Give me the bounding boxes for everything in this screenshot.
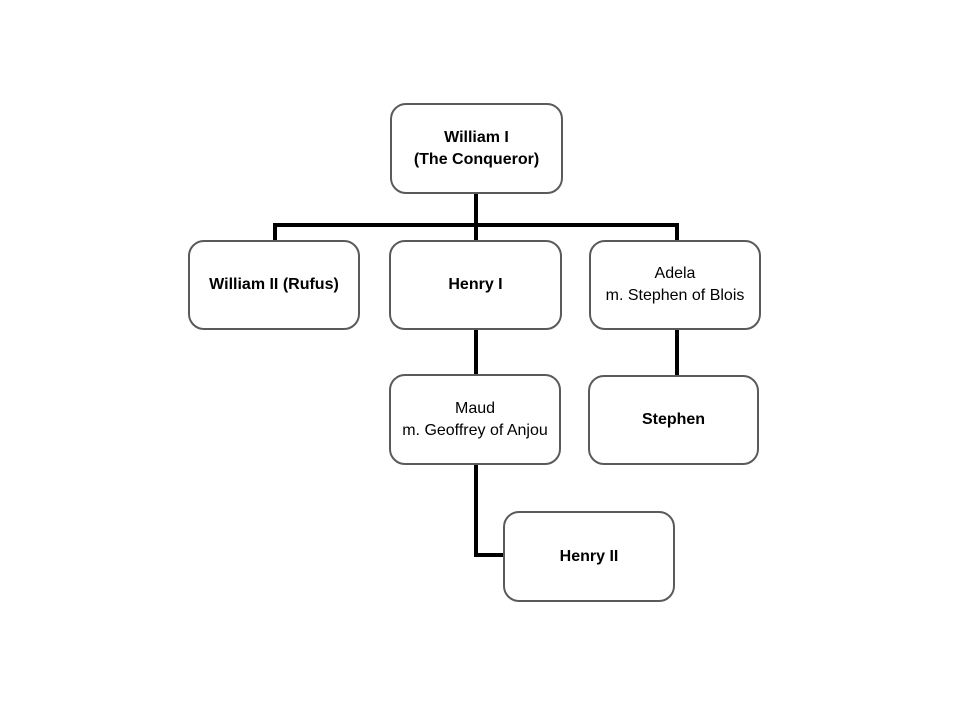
node-label-line1: Maud <box>454 399 496 417</box>
connector-adela-to-stephen <box>675 329 679 376</box>
node-maud: Maud m. Geoffrey of Anjou <box>389 374 561 465</box>
node-label-line1: Stephen <box>641 411 706 428</box>
node-label-line2: m. Geoffrey of Anjou <box>402 421 548 439</box>
connector-maud-down <box>474 464 478 557</box>
node-stephen: Stephen <box>588 375 759 465</box>
node-henry-ii: Henry II <box>503 511 675 602</box>
node-henry-i: Henry I <box>389 240 562 330</box>
node-label-line2: m. Stephen of Blois <box>605 287 745 304</box>
connector-henry-i-to-maud <box>474 329 478 375</box>
node-label-line1: Henry II <box>559 547 619 565</box>
node-william-ii-rufus: William II (Rufus) <box>188 240 360 330</box>
node-label-line1: William II (Rufus) <box>209 276 339 293</box>
connector-drop-adela <box>675 225 679 241</box>
connector-elbow-to-henry-ii <box>474 553 504 557</box>
node-label-line1: Henry I <box>448 276 503 293</box>
connector-drop-henry-i <box>474 225 478 241</box>
connector-drop-william-ii <box>273 225 277 241</box>
node-label-line2: (The Conqueror) <box>413 150 540 168</box>
node-adela: Adela m. Stephen of Blois <box>589 240 761 330</box>
node-label-line1: William I <box>444 128 509 146</box>
node-william-i: William I (The Conqueror) <box>390 103 563 194</box>
connector-william-i-stem <box>474 193 478 225</box>
node-label-line1: Adela <box>654 265 696 282</box>
